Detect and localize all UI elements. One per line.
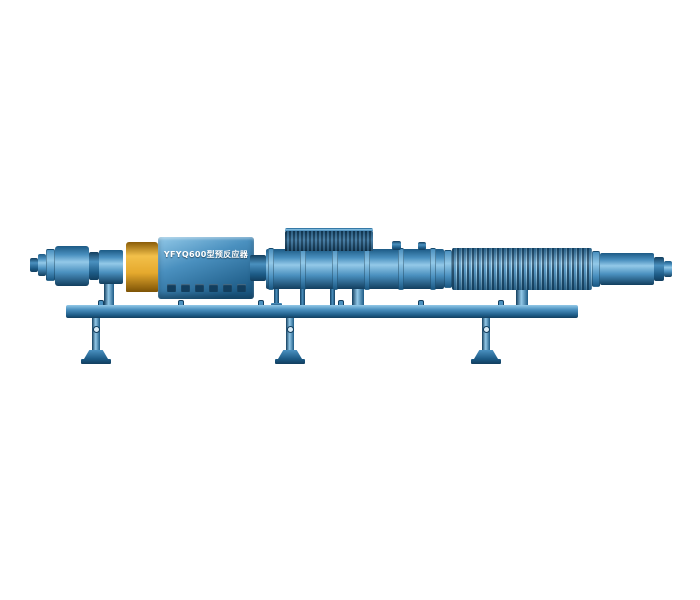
beam-bolt: [258, 300, 264, 305]
end-flange-ring: [592, 251, 600, 287]
beam-bolt: [498, 300, 504, 305]
drive-shaft-tip: [30, 258, 38, 272]
louver-slot-icon: [223, 284, 232, 292]
fin-block-cap: [285, 228, 373, 232]
support-foot: [474, 350, 498, 359]
support-base-plate: [275, 359, 305, 364]
support-post: [92, 318, 100, 350]
output-shaft-connector: [250, 255, 266, 281]
feed-barrel-section: [266, 248, 444, 290]
drive-motor-body: [55, 246, 89, 286]
support-foot: [278, 350, 302, 359]
coupling-guard: [126, 242, 158, 292]
gearbox: YFYQ600型预反应器: [158, 237, 254, 299]
barrel-flange-ring: [398, 248, 404, 290]
barrel-pedestal: [352, 289, 364, 306]
louver-slot-icon: [167, 284, 176, 292]
barrel-flange-ring: [300, 248, 306, 290]
support-post: [482, 318, 490, 350]
support-pin: [93, 326, 100, 333]
support-leg: [471, 318, 501, 365]
louver-slot-icon: [209, 284, 218, 292]
beam-bolt: [338, 300, 344, 305]
louver-slot-icon: [195, 284, 204, 292]
heat-fin-block: [285, 231, 373, 251]
discharge-end-cap: [654, 257, 664, 281]
support-foot: [84, 350, 108, 359]
machine-model-label: YFYQ600型预反应器: [163, 250, 249, 259]
beam-bolt: [418, 300, 424, 305]
top-nozzle: [418, 242, 426, 250]
section-joint-flange: [444, 250, 452, 288]
barrel-flange-ring: [364, 248, 370, 290]
support-leg: [275, 318, 305, 365]
gearbox-louvers: [167, 284, 246, 292]
barrel-pedestal: [516, 290, 528, 306]
drain-pipe: [330, 289, 335, 305]
base-frame-beam: [66, 305, 578, 318]
support-base-plate: [471, 359, 501, 364]
drain-pipe: [300, 289, 305, 309]
discharge-tip: [664, 261, 672, 277]
finned-barrel-section: [452, 248, 592, 290]
bearing-pedestal: [104, 284, 114, 306]
support-leg: [81, 318, 111, 365]
drive-shaft-collar: [38, 254, 46, 276]
discharge-barrel: [600, 253, 654, 285]
louver-slot-icon: [181, 284, 190, 292]
support-pin: [287, 326, 294, 333]
beam-bolt: [98, 300, 104, 305]
top-nozzle: [392, 241, 401, 250]
barrel-flange-ring: [332, 248, 338, 290]
support-post: [286, 318, 294, 350]
barrel-flange-ring: [430, 248, 436, 290]
beam-bolt: [178, 300, 184, 305]
barrel-flange-ring: [268, 248, 274, 290]
bearing-block: [99, 250, 123, 284]
drive-flange-disc: [46, 249, 55, 281]
louver-slot-icon: [237, 284, 246, 292]
motor-junction: [89, 252, 99, 280]
support-base-plate: [81, 359, 111, 364]
support-pin: [483, 326, 490, 333]
drain-pipe: [274, 289, 279, 303]
